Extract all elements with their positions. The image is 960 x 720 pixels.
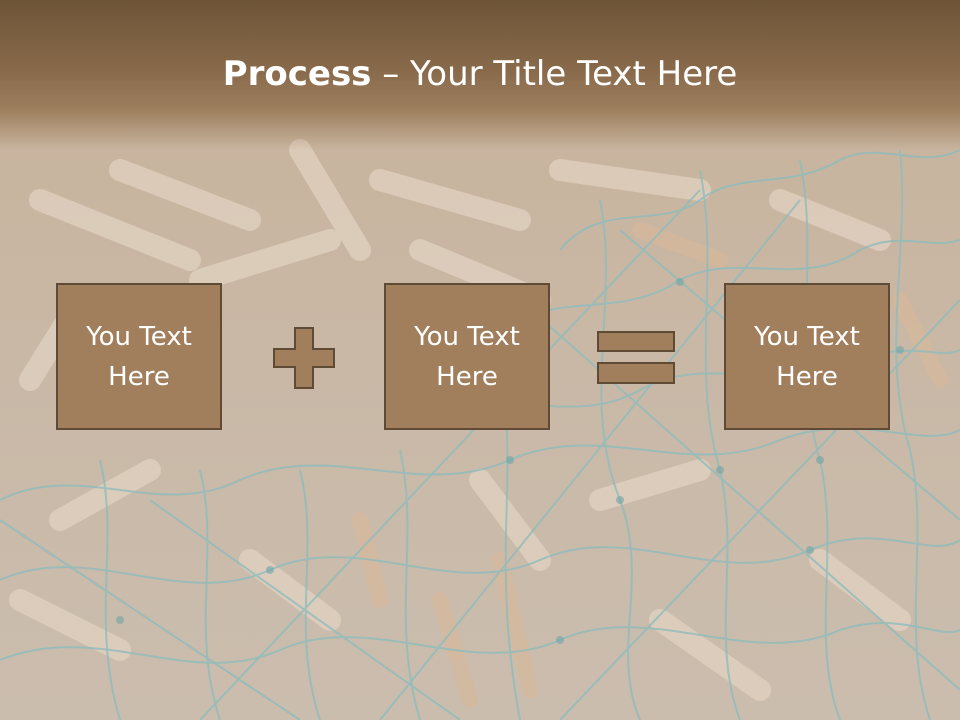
title-bold-text: Process [222, 54, 372, 94]
title-rest-text: – Your Title Text Here [371, 54, 738, 94]
text-box-3-line-1: You Text [754, 321, 860, 352]
text-box-3-line-2: Here [776, 361, 838, 392]
slide-title: Process – Your Title Text Here [0, 52, 960, 96]
title-band [0, 0, 960, 150]
equals-icon [597, 331, 675, 384]
text-box-2-content: You Text Here [414, 317, 520, 397]
text-box-1-line-1: You Text [86, 321, 192, 352]
text-box-2-line-1: You Text [414, 321, 520, 352]
text-box-1-line-2: Here [108, 361, 170, 392]
plus-icon [273, 327, 335, 389]
text-box-3-content: You Text Here [754, 317, 860, 397]
text-box-1-content: You Text Here [86, 317, 192, 397]
text-box-2-line-2: Here [436, 361, 498, 392]
text-box-2[interactable]: You Text Here [384, 283, 550, 430]
text-box-3[interactable]: You Text Here [724, 283, 890, 430]
text-box-1[interactable]: You Text Here [56, 283, 222, 430]
